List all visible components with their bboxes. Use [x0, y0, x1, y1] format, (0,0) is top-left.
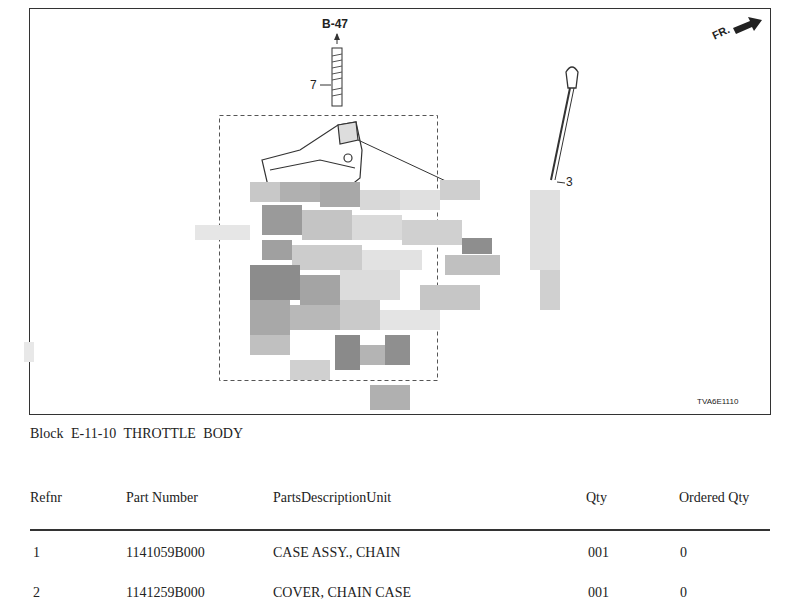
- group-outline: [220, 116, 438, 381]
- table-header: Qty: [586, 491, 607, 505]
- figure-frame: [30, 9, 771, 415]
- reference-code: B-47: [322, 18, 348, 30]
- blurred-region: [24, 180, 560, 410]
- block-title: Block E-11-10 THROTTLE BODY: [30, 427, 243, 441]
- table-cell: 2: [33, 586, 40, 600]
- chain-case: [262, 122, 450, 192]
- table-cell: 0: [680, 546, 687, 560]
- table-rule: [30, 529, 770, 531]
- front-arrow: [733, 17, 762, 34]
- table-header: PartsDescriptionUnit: [273, 491, 391, 505]
- dipstick: [551, 67, 578, 183]
- table-cell: 0: [680, 586, 687, 600]
- table-cell: 1: [33, 546, 40, 560]
- stud-bolt: [320, 33, 342, 106]
- table-cell: 001: [588, 586, 609, 600]
- table-header: Part Number: [126, 491, 198, 505]
- table-cell: 1141259B000: [126, 586, 205, 600]
- table-header: Ordered Qty: [679, 491, 749, 505]
- table-cell: 1141059B000: [126, 546, 205, 560]
- table-header: Refnr: [30, 491, 62, 505]
- table-cell: CASE ASSY., CHAIN: [273, 546, 400, 560]
- table-cell: COVER, CHAIN CASE: [273, 586, 411, 600]
- table-cell: 001: [588, 546, 609, 560]
- figure-code: TVA6E1110: [697, 398, 738, 406]
- front-indicator: FR.: [711, 24, 732, 41]
- callout-number: 7: [310, 79, 317, 91]
- callout-number: 3: [566, 176, 573, 188]
